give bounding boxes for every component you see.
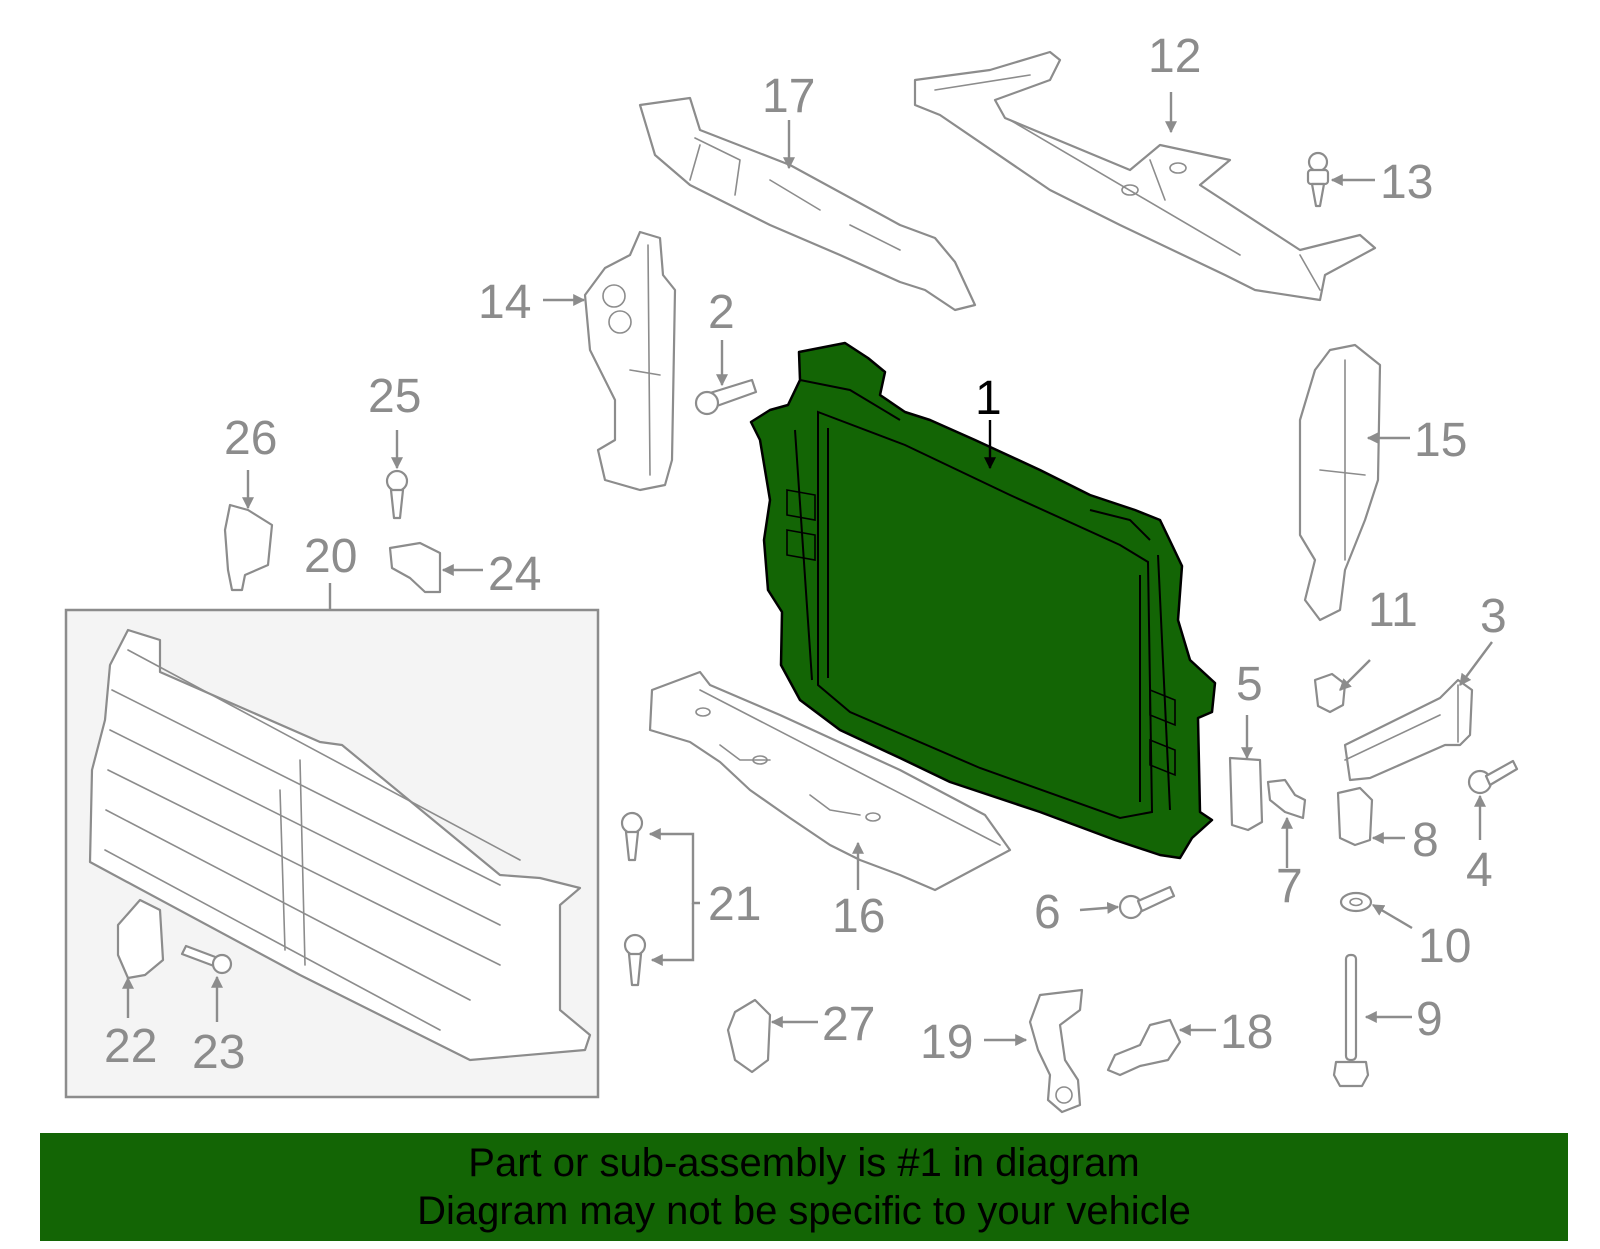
part-21-screws <box>620 811 647 987</box>
part-24-clip <box>388 541 442 594</box>
callout-12: 12 <box>1148 30 1201 83</box>
part-15-right-bracket <box>1298 343 1382 622</box>
part-5-bracket <box>1228 756 1264 832</box>
callout-24: 24 <box>488 548 541 601</box>
callout-8: 8 <box>1412 814 1439 867</box>
part-7-bracket <box>1266 778 1307 820</box>
callout-4: 4 <box>1466 844 1493 897</box>
callout-7: 7 <box>1276 860 1303 913</box>
part-3-crash-bracket <box>1343 678 1474 782</box>
callout-20: 20 <box>304 530 357 583</box>
part-19-latch <box>1028 988 1084 1114</box>
part-23-bolt <box>180 944 233 975</box>
callout-15: 15 <box>1414 414 1467 467</box>
part-22-bracket <box>116 898 165 980</box>
part-13-push-pin <box>1306 151 1330 208</box>
callout-3: 3 <box>1480 590 1507 643</box>
part-9-long-bolt <box>1332 953 1370 1088</box>
part-18-sensor <box>1106 1018 1182 1077</box>
footer-banner: Part or sub-assembly is #1 in diagram Di… <box>40 1133 1568 1241</box>
part-25-screw <box>385 469 409 520</box>
callout-17: 17 <box>762 70 815 123</box>
callout-10: 10 <box>1418 920 1471 973</box>
footer-line-part-note: Part or sub-assembly is #1 in diagram <box>468 1141 1140 1185</box>
part-17-air-deflector <box>638 96 977 312</box>
footer-line-disclaimer: Diagram may not be specific to your vehi… <box>417 1189 1191 1233</box>
part-11-nut <box>1313 672 1347 714</box>
part-26-bracket <box>223 503 274 592</box>
part-16-lower-deflector <box>648 670 1012 892</box>
part-2-bolt <box>694 378 758 416</box>
part-20-assembly-box <box>64 608 600 1099</box>
callout-13: 13 <box>1380 156 1433 209</box>
callout-9: 9 <box>1416 993 1443 1046</box>
part-4-bolt <box>1467 759 1519 795</box>
part-10-washer <box>1339 891 1373 913</box>
part-6-bolt <box>1118 885 1176 920</box>
callout-5: 5 <box>1236 658 1263 711</box>
part-1-radiator-support <box>749 341 1217 860</box>
part-12-upper-tie-bar <box>913 50 1377 302</box>
callout-22: 22 <box>104 1020 157 1073</box>
callout-14: 14 <box>478 276 531 329</box>
callout-2: 2 <box>708 286 735 339</box>
callout-27: 27 <box>822 998 875 1051</box>
callout-25: 25 <box>368 370 421 423</box>
part-14-left-bracket <box>583 230 677 492</box>
callout-21: 21 <box>708 878 761 931</box>
callout-1: 1 <box>975 372 1002 425</box>
callout-18: 18 <box>1220 1006 1273 1059</box>
callout-23: 23 <box>192 1026 245 1079</box>
callout-11: 11 <box>1368 584 1418 637</box>
callout-6: 6 <box>1034 886 1061 939</box>
part-27-clip <box>726 998 772 1074</box>
callout-19: 19 <box>920 1016 973 1069</box>
part-8-clip <box>1336 786 1374 847</box>
callout-16: 16 <box>832 890 885 943</box>
callout-26: 26 <box>224 412 277 465</box>
